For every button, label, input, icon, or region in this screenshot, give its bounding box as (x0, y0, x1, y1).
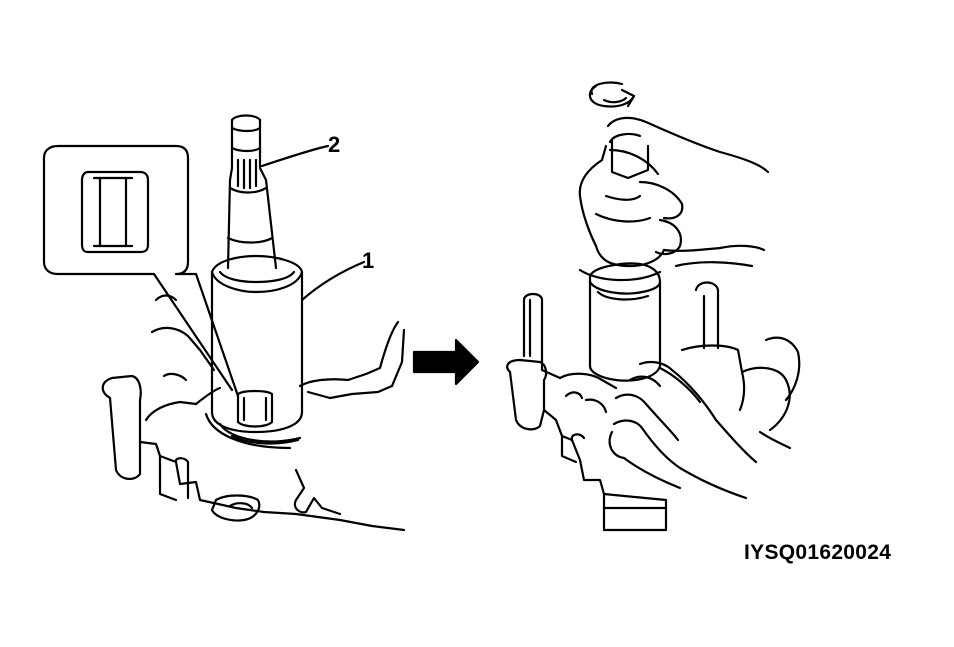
detail-inset-box (42, 144, 240, 398)
rotation-arrow-icon (588, 81, 636, 108)
housing-left (101, 294, 406, 532)
leader-line-1 (300, 260, 366, 302)
shaft-2 (226, 114, 278, 270)
lower-hand (608, 336, 801, 500)
callout-number-1: 1 (362, 248, 375, 273)
tool-body-1 (204, 254, 304, 450)
leader-line-2 (260, 144, 330, 168)
callout-number-2: 2 (328, 132, 341, 157)
tool-body-right (588, 262, 662, 382)
upper-hand (578, 116, 770, 282)
figure-code: IYSQ01620024 (744, 541, 892, 564)
housing-right (506, 281, 720, 532)
process-arrow (412, 338, 480, 386)
